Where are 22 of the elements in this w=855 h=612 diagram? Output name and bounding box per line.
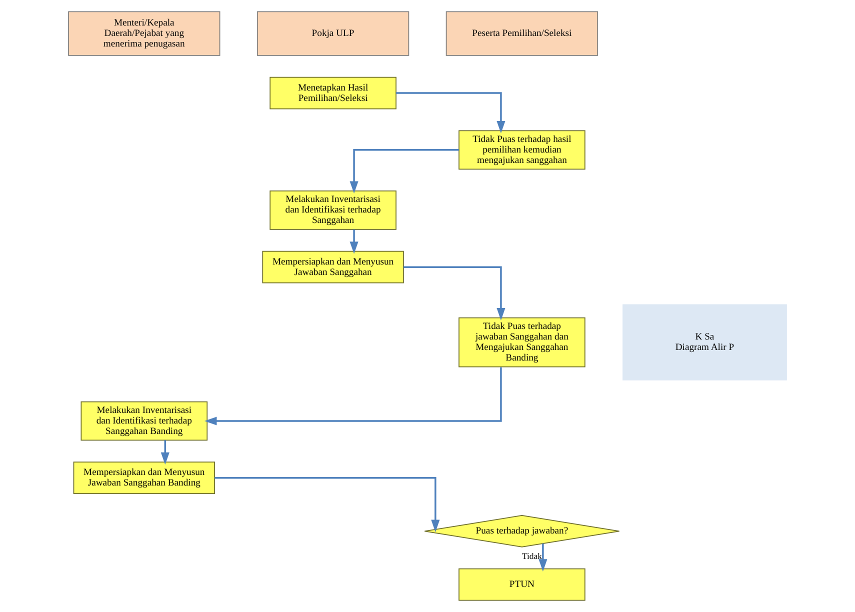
arrow (214, 476, 440, 532)
arrow (350, 149, 459, 194)
node-box: Mempersiapkan dan Menyusun Jawaban Sanggahan (262, 250, 404, 284)
node-box: Melakukan Inventarisasi dan Identifikasi terhadap Sanggahan Banding (80, 401, 208, 441)
arrow (160, 440, 170, 465)
node-box: Pokja ULP (256, 11, 410, 56)
node-diamond: Puas terhadap jawaban? (424, 515, 620, 548)
node-box: Mempersiapkan dan Menyusun Jawaban Sanggahan Banding (73, 462, 215, 494)
arrow (350, 229, 358, 254)
node-box: K Sa Diagram Alir P (622, 304, 787, 380)
node-box: Menetapkan Hasil Pemilihan/Seleksi (270, 76, 396, 110)
node-box: PTUN (458, 568, 586, 601)
node-box: Melakukan Inventarisasi dan Identifikasi terhadap Sanggahan (270, 190, 396, 230)
arrow (396, 92, 506, 134)
edge-label: Tidak (522, 550, 542, 561)
arrow (404, 266, 506, 320)
node-box: Menteri/Kepala Daerah/Pejabat yang menerima penugasan (68, 11, 220, 56)
arrow (538, 544, 548, 572)
node-box: Tidak Puas terhadap hasil pemilihan kemudian mengajukan sanggahan (458, 130, 586, 170)
arrow (204, 367, 502, 426)
node-box: Tidak Puas terhadap jawaban Sanggahan dan Mengajukan Sanggahan Banding (458, 317, 586, 368)
node-box: Peserta Pemilihan/Seleksi (446, 11, 598, 56)
